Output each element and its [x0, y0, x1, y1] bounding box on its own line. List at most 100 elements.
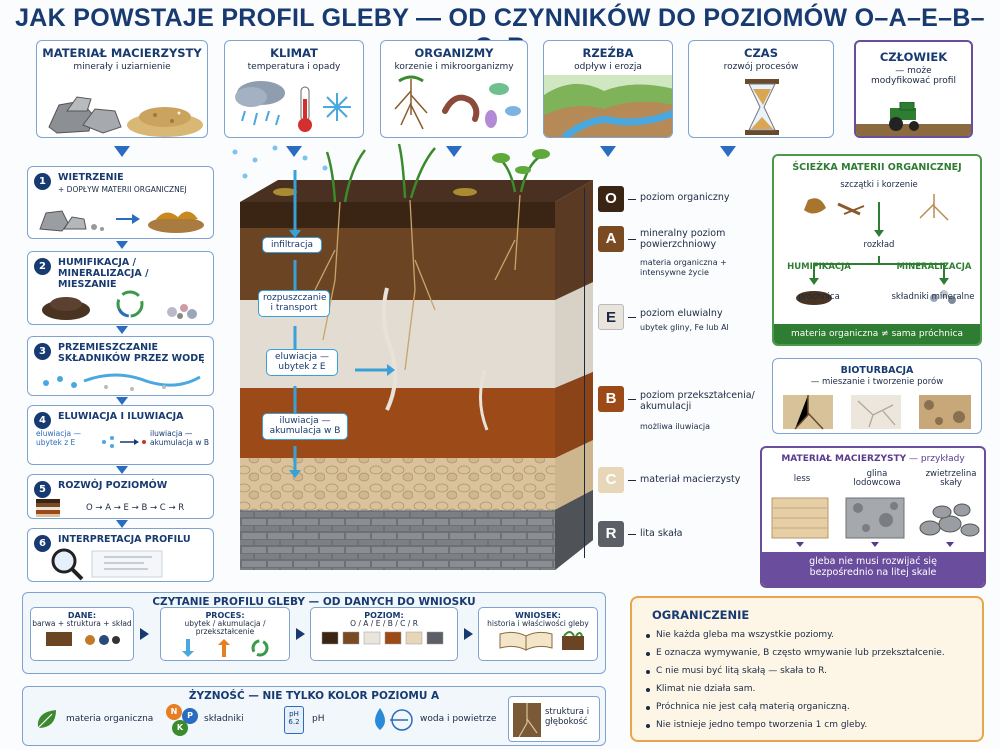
reading-process-text: ubytek / akumulacja / przekształcenie: [184, 619, 266, 637]
npk-p: P: [182, 708, 198, 724]
horizon-name: poziom eluwialny: [640, 308, 723, 319]
step-title: ELUWIACJA I ILUWIACJA: [58, 411, 184, 422]
factor-organisms: ORGANIZMY korzenie i mikroorganizmy: [380, 40, 528, 138]
step-weathering: 1 WIETRZENIE + DOPŁYW MATERII ORGANICZNE…: [27, 166, 214, 239]
horizon-bracket: [584, 188, 585, 558]
right-arrow-icon: [140, 628, 149, 640]
divider: [628, 199, 636, 200]
organic-footer: materia organiczna ≠ sama próchnica: [774, 324, 980, 344]
parent-item-label: zwietrzelina skały: [925, 469, 977, 489]
horizon-swatch-c: [405, 632, 423, 645]
magnifier-icon: [51, 548, 163, 581]
structure-depth-box: struktura i głębokość: [508, 696, 600, 742]
reading-data-box: DANE: barwa + struktura + skład: [30, 607, 134, 661]
water-drops-icon: [43, 373, 201, 391]
reading-horizon-text: O / A / E / B / C / R: [350, 619, 418, 628]
reading-title: CZYTANIE PROFILU GLEBY — OD DANYCH DO WN…: [152, 596, 476, 608]
factor-climate: KLIMAT temperatura i opady: [224, 40, 364, 138]
horizon-desc: możliwa iluwiacja: [640, 422, 711, 431]
book-icon: [499, 631, 584, 652]
factor-title: ORGANIZMY: [414, 46, 494, 60]
horizon-name: poziom przekształcenia/ akumulacji: [640, 390, 755, 413]
down-arrow-icon: [116, 466, 128, 474]
valley-river-icon: [544, 75, 672, 137]
horizon-letter-o: O: [598, 186, 624, 212]
factor-time: CZAS rozwój procesów: [688, 40, 834, 138]
step-title: ROZWÓJ POZIOMÓW: [58, 480, 168, 491]
humus-cycle-icon: [42, 290, 197, 320]
factor-sub: rozwój procesów: [723, 62, 799, 72]
reading-process-box: PROCES: ubytek / akumulacja / przekształ…: [160, 607, 290, 661]
limitation-item: Klimat nie działa sam.: [646, 680, 982, 698]
reading-conclusion-text: historia i właściwości gleby: [487, 619, 589, 628]
parent-material-box: MATERIAŁ MACIERZYSTY — przykłady less gl…: [760, 446, 986, 588]
fertility-item: materia organiczna: [66, 714, 154, 724]
mini-profile-icon: [36, 499, 60, 517]
divider: [628, 239, 636, 240]
factor-human: CZŁOWIEK — może modyfikować profil: [854, 40, 973, 138]
reading-data-text: barwa + struktura + skład: [32, 619, 132, 628]
step-title: WIETRZENIE: [58, 172, 124, 183]
fertility-item: składniki: [204, 714, 244, 724]
bioturbation-box: BIOTURBACJA — mieszanie i tworzenie poró…: [772, 358, 982, 434]
organic-flow-icon: [796, 194, 956, 305]
horizon-letter-c: C: [598, 467, 624, 493]
reading-data-title: DANE:: [67, 611, 97, 620]
reading-process-title: PROCES:: [205, 611, 245, 620]
parent-item-label: less: [793, 474, 811, 484]
factor-sub: minerały i uziarnienie: [73, 62, 171, 72]
step-number: 6: [34, 535, 51, 552]
limitation-item: Nie każda gleba ma wszystkie poziomy.: [646, 626, 982, 644]
rocks-sand-icon: [48, 96, 203, 137]
organic-mid-label: rozkład: [863, 240, 895, 250]
humification-label: HUMIFIKACJA: [787, 262, 851, 272]
down-arrow-icon: [286, 146, 302, 157]
fertility-item: woda i powietrze: [420, 714, 497, 724]
water-air-icon: [375, 708, 413, 731]
step-sub: + DOPŁYW MATERII ORGANICZNEJ: [58, 185, 187, 194]
factor-sub: — może modyfikować profil: [871, 66, 956, 87]
process-label: infiltracja: [262, 237, 322, 254]
step-water-transport: 3 PRZEMIESZCZANIE SKŁADNIKÓW PRZEZ WODĘ: [27, 336, 214, 396]
step-number: 1: [34, 173, 51, 190]
minerals-label: składniki mineralne: [891, 292, 975, 302]
bioturbation-icon: [783, 395, 971, 430]
factor-parent-material: MATERIAŁ MACIERZYSTY minerały i uziarnie…: [36, 40, 208, 138]
down-arrow-icon: [116, 397, 128, 405]
horizon-name: materiał macierzysty: [640, 474, 741, 485]
ph-meter-icon: pH 6.2: [284, 706, 304, 734]
organic-top-label: szczątki i korzenie: [840, 180, 918, 190]
parent-footer: gleba nie musi rozwijać się bezpośrednio…: [762, 552, 984, 586]
npk-k: K: [172, 720, 188, 736]
fertility-item: struktura i głębokość: [545, 707, 590, 728]
horizon-swatch-o: [321, 632, 339, 645]
factor-relief: RZEŹBA odpływ i erozja: [543, 40, 673, 138]
divider: [628, 399, 636, 400]
leaf-icon: [37, 710, 56, 729]
horizon-desc: ubytek gliny, Fe lub Al: [640, 323, 729, 332]
horizon-letter-b: B: [598, 386, 624, 412]
step-title: PRZEMIESZCZANIE SKŁADNIKÓW PRZEZ WODĘ: [58, 342, 205, 364]
horizon-swatches: [321, 632, 444, 645]
soil-sample-icon: [46, 632, 120, 647]
horizon-sequence: O → A → E → B → C → R: [86, 503, 185, 513]
structure-icon: [513, 703, 541, 737]
step-number: 5: [34, 481, 51, 498]
tractor-icon: [856, 102, 971, 136]
reading-conclusion-title: WNIOSEK:: [515, 611, 561, 620]
limitation-item: E oznacza wymywanie, B często wmywanie l…: [646, 644, 982, 662]
horizon-desc: materia organiczna + intensywne życie: [640, 258, 727, 277]
horizon-name: mineralny poziom powierzchniowy: [640, 228, 726, 251]
reading-horizon-box: POZIOM: O / A / E / B / C / R: [310, 607, 458, 661]
factor-title: KLIMAT: [270, 46, 318, 60]
down-arrow-icon: [720, 146, 736, 157]
factor-title: CZŁOWIEK: [879, 50, 948, 64]
limitation-box: OGRANICZENIE Nie każda gleba ma wszystki…: [630, 596, 984, 742]
horizon-letter-a: A: [598, 226, 624, 252]
factor-title: CZAS: [744, 46, 778, 60]
hourglass-icon: [745, 79, 779, 135]
right-arrow-icon: [296, 628, 305, 640]
divider: [628, 480, 636, 481]
down-arrow-icon: [600, 146, 616, 157]
reading-horizon-title: POZIOM:: [364, 611, 404, 620]
